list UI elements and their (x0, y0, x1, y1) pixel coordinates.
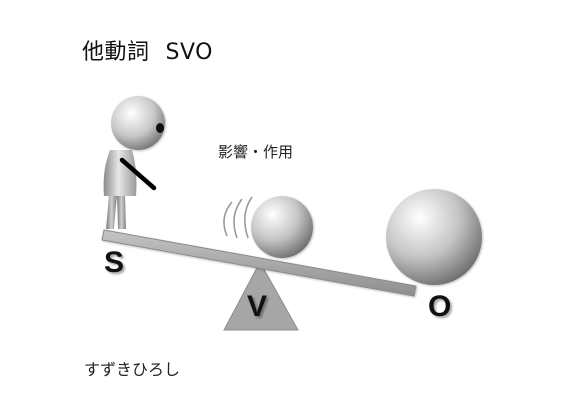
verb-label: V (247, 290, 268, 323)
title-verb-type: 他動詞 (82, 40, 150, 65)
page-title: 他動詞 SVO (82, 34, 213, 66)
seesaw-beam (101, 229, 417, 297)
subject-label: S (104, 246, 125, 279)
motion-arcs-icon (223, 196, 253, 239)
fulcrum-triangle (223, 260, 299, 331)
object-label: O (428, 290, 452, 323)
effect-label: 影響・作用 (218, 143, 294, 161)
title-pattern: SVO (165, 40, 213, 65)
author-name: すずきひろし (84, 360, 181, 379)
stick-figure-icon (103, 96, 165, 229)
large-sphere (386, 189, 482, 285)
small-sphere (251, 196, 313, 258)
